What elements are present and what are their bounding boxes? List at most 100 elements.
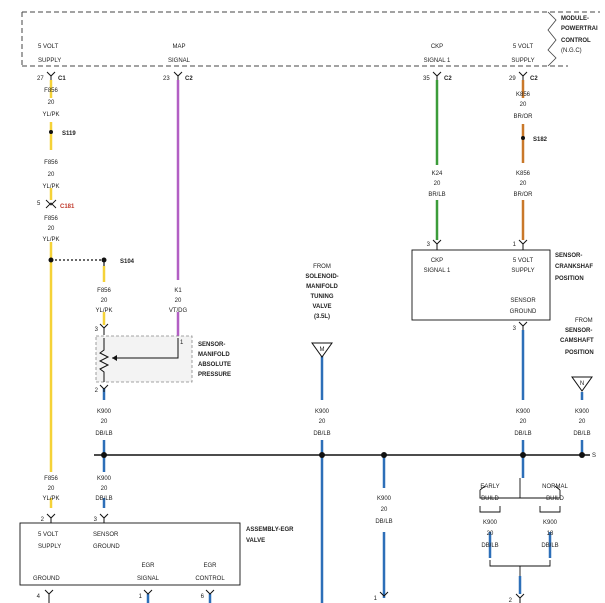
connector-icon <box>379 591 389 597</box>
k24-circuit: K24 <box>432 171 443 177</box>
ground-bus: S S104 <box>48 257 596 459</box>
pin-35: 35 <box>423 76 430 82</box>
early-gauge: 20 <box>487 531 494 537</box>
crank-pin-bottom: 3 <box>513 326 517 332</box>
f856-3-gauge: 20 <box>48 226 55 232</box>
module-title-4: (N.G.C) <box>561 48 582 54</box>
egr-mid-pin: 1 <box>374 596 378 602</box>
k856-top-color: BR/OR <box>513 114 533 120</box>
splice-dot <box>49 130 53 134</box>
cam-title-1: SENSOR- <box>565 328 592 334</box>
f856-2-circuit: F856 <box>44 160 58 166</box>
pin-label-5v-1: 5 VOLT <box>38 44 59 50</box>
k900-mid-gauge: 20 <box>381 507 388 513</box>
egr-title-2: VALVE <box>246 538 265 544</box>
splice-dot <box>381 452 387 458</box>
connector-icon <box>432 71 442 80</box>
k1-circuit: K1 <box>174 288 182 294</box>
normal-1: NORMAL <box>542 484 568 490</box>
connector-icon <box>143 589 153 595</box>
connector-icon <box>205 589 215 595</box>
splice-s119: S119 <box>62 131 76 137</box>
k900-egr-gauge: 20 <box>101 486 108 492</box>
cam-title-3: POSITION <box>565 350 594 356</box>
map-sensor: 3 1 2 SENSOR- MANIFOLD ABSOLUTE PRESSURE <box>95 323 231 394</box>
k900-cam-gauge: 20 <box>579 419 586 425</box>
solenoid-title-1: SOLENOID- <box>305 274 338 280</box>
f856-2-color: YL/PK <box>42 184 59 190</box>
module-title-1: MODULE- <box>561 16 589 22</box>
map-pin-top: 3 <box>95 327 99 333</box>
connector-icon <box>515 593 525 603</box>
solenoid-reference: FROM SOLENOID- MANIFOLD TUNING VALVE (3.… <box>305 264 339 358</box>
k900-egr-circuit: K900 <box>97 476 112 482</box>
egr-control-label: EGR <box>203 563 217 569</box>
pin-label-5v-2: 5 VOLT <box>513 44 534 50</box>
egr-pin-signal: 1 <box>139 594 143 600</box>
pin-label-signal: SIGNAL <box>168 58 191 64</box>
k900-sol-color: DB/LB <box>313 431 330 437</box>
k900-sol-gauge: 20 <box>319 419 326 425</box>
egr-pin-sg: 3 <box>94 517 98 523</box>
egr-signal-label-2: SIGNAL <box>137 576 160 582</box>
early-1: EARLY <box>480 484 499 490</box>
k24-gauge: 20 <box>434 181 441 187</box>
cam-letter: N <box>580 381 584 387</box>
c181-name: C181 <box>60 204 75 210</box>
map-title-1: SENSOR- <box>198 342 225 348</box>
k856-top-circuit: K856 <box>516 92 531 98</box>
splice-dot <box>48 257 54 263</box>
connector-icon <box>518 239 528 250</box>
f856-1-circuit: F856 <box>44 88 58 94</box>
splice-dot <box>520 452 526 458</box>
signal-labels: K1 20 VT/DG K24 20 BR/LB K856 20 BR/OR S… <box>169 92 548 314</box>
k24-color: BR/LB <box>428 192 445 198</box>
crank-title-2: CRANKSHAF <box>555 264 593 270</box>
crank-ckp-1: CKP <box>431 258 443 264</box>
conn-c1: C1 <box>58 76 66 82</box>
connector-icon <box>518 321 528 330</box>
k900-map-gauge: 20 <box>101 419 108 425</box>
solenoid-title-3: TUNING <box>311 294 334 300</box>
cam-reference: FROM SENSOR- CAMSHAFT POSITION N <box>560 318 594 392</box>
f856-1-color: YL/PK <box>42 112 59 118</box>
f856-branch-gauge: 20 <box>101 298 108 304</box>
wires <box>49 80 584 603</box>
arrow-icon <box>112 355 117 361</box>
egr-pin-ground: 4 <box>37 594 41 600</box>
egr-pin-5v: 2 <box>41 517 45 523</box>
early-2: BUILD <box>481 496 499 502</box>
normal-color: DB/LB <box>541 543 558 549</box>
yellow-labels: F856 20 YL/PK S119 F856 20 YL/PK 5 C181 … <box>37 88 113 502</box>
pin-label-supply-1: SUPPLY <box>38 58 61 64</box>
normal-circuit: K900 <box>543 520 558 526</box>
conn-c2-ckp: C2 <box>444 76 452 82</box>
egr-control-label-2: CONTROL <box>195 576 225 582</box>
splice-s182: S182 <box>533 137 548 143</box>
solenoid-title-4: VALVE <box>312 304 331 310</box>
solenoid-title-2: MANIFOLD <box>306 284 338 290</box>
k1-color: VT/DG <box>169 308 188 314</box>
solenoid-letter: M <box>320 347 325 353</box>
splice-dot <box>579 452 585 458</box>
connector-icon <box>99 513 109 523</box>
k900-cam-color: DB/LB <box>573 431 590 437</box>
crank-ground-1: SENSOR <box>510 298 536 304</box>
egr-valve: 2 3 5 VOLT SUPPLY SENSOR GROUND GROUND E… <box>19 513 389 603</box>
crank-pin-left: 3 <box>427 242 431 248</box>
f856-2-gauge: 20 <box>48 172 55 178</box>
c181-pin: 5 <box>37 201 41 207</box>
build-variants: EARLY BUILD NORMAL BUILD K900 20 DB/LB K… <box>479 478 568 603</box>
splice-s104: S104 <box>120 259 135 265</box>
k900-crank-circuit: K900 <box>516 409 531 415</box>
f856-1-gauge: 20 <box>48 100 55 106</box>
module-title-3: CONTROL <box>561 38 591 44</box>
egr-5v-1: 5 VOLT <box>38 532 59 538</box>
egr-pin-control: 6 <box>201 594 205 600</box>
k856-top-gauge: 20 <box>520 102 527 108</box>
connector-icon <box>518 71 528 80</box>
connector-icon <box>45 199 57 209</box>
k900-labels: K900 20 DB/LB K900 20 DB/LB K900 20 DB/L… <box>95 409 590 525</box>
k900-mid-color: DB/LB <box>375 519 392 525</box>
